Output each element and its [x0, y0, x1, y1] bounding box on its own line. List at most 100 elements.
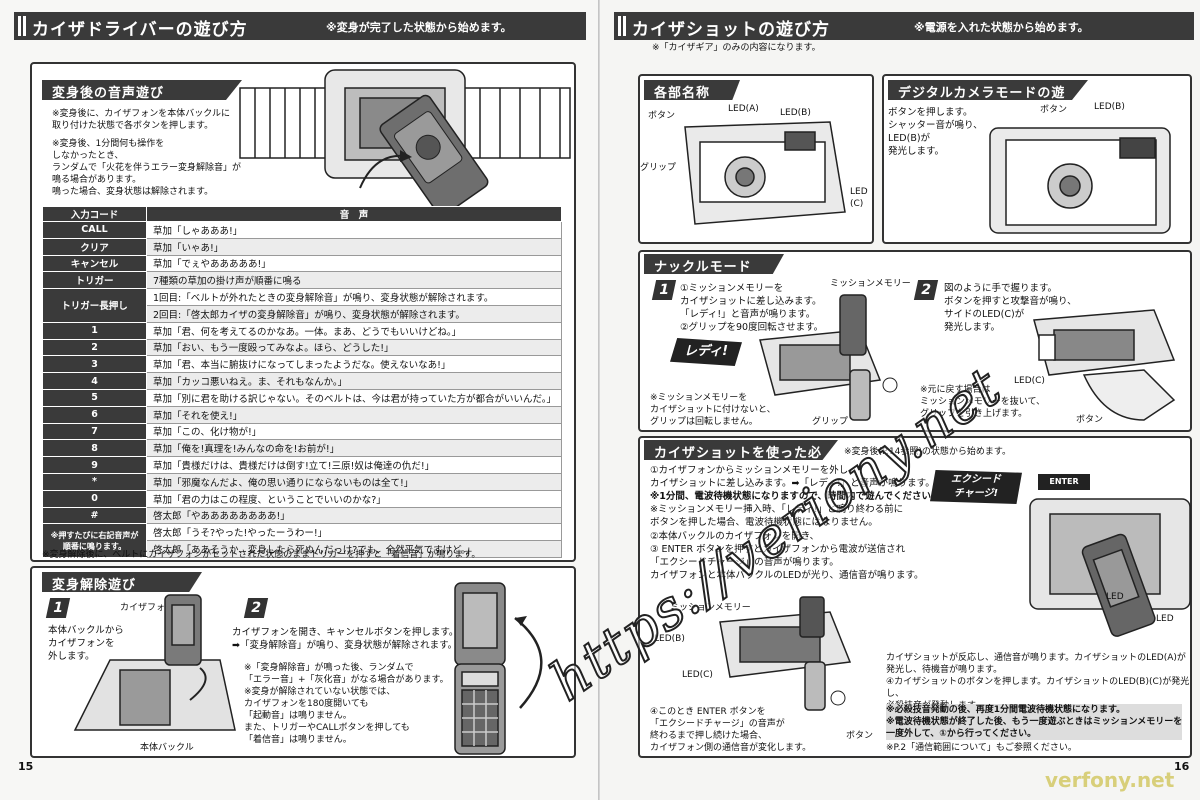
- knuckle-note-2: ※元に戻す場合は ミッションメモリーを抜いて、 グリップを引き上げます。: [920, 385, 1046, 419]
- input-code-cell: 9: [42, 456, 147, 474]
- voice-cell: 草加「邪魔なんだよ、俺の思い通りにならないものは全て!」: [146, 472, 562, 491]
- parts-button-label: ボタン: [648, 111, 676, 121]
- knuckle-button-label: ボタン: [1076, 415, 1104, 425]
- input-code-cell: 3: [42, 355, 147, 374]
- voice-table-row: 啓太郎「ああそうか、変身したら死ぬんだっけ?でも、全然平気ですけど。」: [43, 540, 562, 558]
- voice-cell: 2回目:「啓太郎カイザの変身解除音」が鳴り、変身状態が解除されます。: [146, 304, 562, 323]
- voice-cell: 草加「しゃあああ!」: [146, 221, 562, 239]
- release-step-1: 本体バックルから カイザフォンを 外します。: [48, 625, 124, 662]
- special-ref: ※P.2「通信範囲について」もご参照ください。: [886, 743, 1077, 753]
- voice-cell: 草加「おい、もう一度殴ってみなよ。ほら、どうした!」: [146, 338, 562, 357]
- camera-button-label: ボタン: [1040, 105, 1068, 115]
- input-code-cell: キャンセル: [42, 254, 147, 273]
- release-section-heading: 変身解除遊び: [42, 572, 202, 592]
- voice-cell: 7種類の草加の掛け声が順番に鳴る: [146, 271, 562, 290]
- voice-table-header: 入力コード 音 声: [42, 206, 562, 222]
- special-text-1: ①カイザフォンからミッションメモリーを外し、 カイザショットに差し込みます。➡「…: [650, 465, 935, 489]
- voice-cell: 草加「貴様だけは、貴様だけは倒す!立て!三原!奴は俺達の仇だ!」: [146, 456, 562, 474]
- special-text-2: ※1分間、電波待機状態になりますので、時間内で遊んでください。: [650, 491, 941, 502]
- left-title-bar: カイザドライバーの遊び方 ※変身が完了した状態から始めます。: [14, 12, 586, 40]
- left-subtitle: ※変身が完了した状態から始めます。: [326, 21, 512, 34]
- voice-cell: 草加「君の力はこの程度、ということでいいのかな?」: [146, 489, 562, 508]
- release-step-2: カイザフォンを開き、キャンセルボタンを押します。 ➡「変身解除音」が鳴り、変身状…: [232, 627, 459, 651]
- input-code-cell: トリガー長押し: [42, 288, 147, 323]
- knuckle-grip-label: グリップ: [812, 417, 849, 427]
- parts-led-a-label: LED(A): [728, 104, 759, 114]
- camera-led-b-label: LED(B): [1094, 102, 1125, 112]
- input-code-cell: 2: [42, 338, 147, 357]
- parts-grip-label: グリップ: [640, 163, 677, 173]
- input-code-cell: 1: [42, 321, 147, 340]
- input-code-cell: 7: [42, 422, 147, 441]
- phone-illustration: [454, 582, 543, 755]
- left-title: カイザドライバーの遊び方: [32, 20, 248, 40]
- left-page-number: 15: [18, 760, 34, 773]
- right-title: カイザショットの遊び方: [632, 20, 830, 40]
- parts-led-b-label: LED(B): [780, 108, 811, 118]
- input-code-cell: CALL: [42, 221, 147, 239]
- knuckle-step-2-icon: 2: [913, 280, 939, 300]
- voice-cell: 啓太郎「ああそうか、変身したら死ぬんだっけ?でも、全然平気ですけど。」: [146, 540, 562, 558]
- special-text-4: ②本体バックルのカイザフォンを開き、: [650, 531, 820, 542]
- input-code-cell: *: [42, 472, 147, 491]
- voice-table-row: キャンセル草加「でぇやあああああ!」: [42, 254, 562, 273]
- voice-table-row: 2回目:「啓太郎カイザの変身解除音」が鳴り、変身状態が解除されます。: [43, 304, 562, 323]
- voice-cell: 草加「君、本当に腑抜けになってしまったようだな。使えないなあ!」: [146, 355, 562, 374]
- input-code-cell: 6: [42, 405, 147, 424]
- voice-table-row: クリア草加「いゃあ!」: [42, 237, 562, 256]
- right-title-bar: カイザショットの遊び方 ※電源を入れた状態から始めます。: [614, 12, 1194, 40]
- camera-text: ボタンを押します。 シャッター音が鳴り、 LED(B)が 発光します。: [888, 107, 983, 157]
- special-text-5: ③ ENTER ボタンを押すとカイザフォンから電波が送信され 「エクシードチャー…: [650, 544, 924, 581]
- input-code-cell: #: [42, 506, 147, 524]
- special-mission-memory: ミッションメモリー: [670, 603, 751, 613]
- input-code-cell: 4: [42, 372, 147, 390]
- phone-label: カイザフォン: [120, 603, 175, 613]
- voice-table-row: ※押すたびに右記音声が順番に鳴ります。啓太郎「うそ?やった!やったーうわー!」: [42, 523, 562, 558]
- gear-note: ※「カイザギア」のみの内容になります。: [652, 43, 821, 53]
- knuckle-step-1-icon: 1: [651, 280, 677, 300]
- knuckle-step-1-text: ①ミッションメモリーを カイザショットに差し込みます。 「レディ!」と音声が鳴り…: [680, 283, 824, 333]
- right-page-number: 16: [1174, 760, 1190, 773]
- voice-cell: 草加「この、化け物が!」: [146, 422, 562, 441]
- enter-badge: ENTER: [1038, 474, 1090, 490]
- col-voice: 音 声: [146, 206, 562, 222]
- input-code-cell: トリガー: [42, 271, 147, 290]
- col-input-code: 入力コード: [42, 206, 147, 222]
- special-button-label: ボタン: [846, 731, 874, 741]
- voice-cell: 草加「俺を!真理を!みんなの命を!お前が!」: [146, 439, 562, 458]
- knuckle-step2-illustration: [1033, 309, 1176, 421]
- input-code-cell: クリア: [42, 237, 147, 256]
- special-sub: ※変身後(P.14参照)の状態から始めます。: [844, 447, 1012, 457]
- camera-parts-illustration: [684, 121, 846, 225]
- step-1-icon: 1: [45, 598, 71, 618]
- voice-cell: 草加「いゃあ!」: [146, 237, 562, 256]
- knuckle-step1-illustration: [759, 294, 898, 421]
- voice-cell: 草加「それを使え!」: [146, 405, 562, 424]
- voice-note-2: ※変身後、1分間何も操作を しなかったとき、 ランダムで「火花を伴うエラー変身解…: [52, 139, 242, 197]
- title-deco-icon: [18, 16, 26, 36]
- voice-cell: 1回目:「ベルトが外れたときの変身解除音」が鳴り、変身状態が解除されます。: [146, 288, 562, 306]
- knuckle-step-2-text: 図のように手で握ります。 ボタンを押すと攻撃音が鳴り、 サイドのLED(C)が …: [944, 283, 1077, 333]
- voice-cell: 草加「でぇやあああああ!」: [146, 254, 562, 273]
- voice-cell: 草加「君、何を考えてるのかなあ。一体。まあ、どうでもいいけどね。」: [146, 321, 562, 340]
- belt-illustration: [239, 69, 571, 217]
- special-result: カイザショットが反応し、通信音が鳴ります。カイザショットのLED(A)が 発光し…: [886, 653, 1190, 711]
- parts-heading: 各部名称: [644, 80, 740, 100]
- special-notes: ※必殺技音発動の後、再度1分間電波待機状態になります。 ※電波待機状態が終了した…: [886, 704, 1183, 740]
- voice-cell: 草加「カッコ悪いねえ。ま、それもなんか。」: [146, 372, 562, 390]
- special-led-label-1: LED: [1106, 592, 1124, 602]
- special-led-label-2: LED: [1156, 614, 1174, 624]
